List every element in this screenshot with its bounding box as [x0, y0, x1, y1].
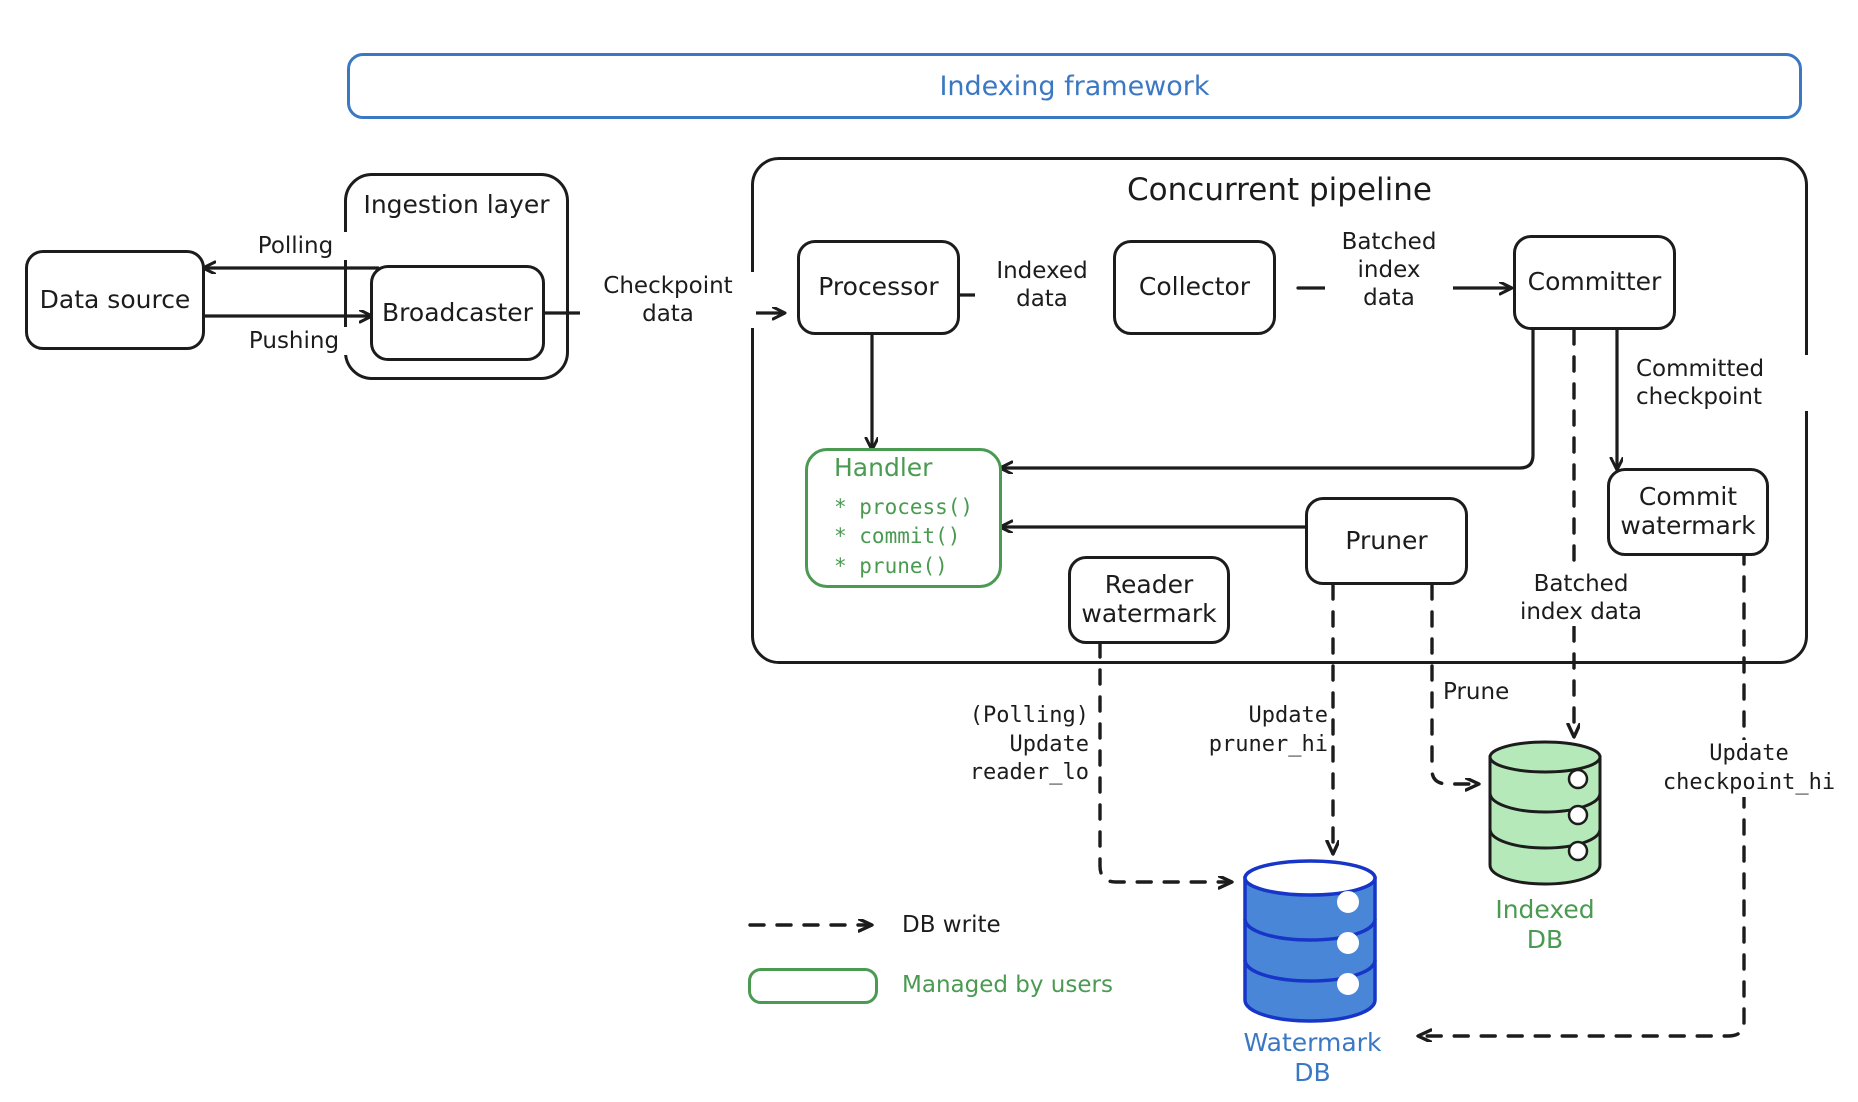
node-committer[interactable]: Committer [1513, 235, 1676, 330]
ingestion-layer-title: Ingestion layer [363, 190, 550, 219]
legend-db-write-label: DB write [902, 912, 1001, 938]
label-update-reader-lo: (Polling) Update reader_lo [928, 702, 1092, 788]
handler-method-commit: * commit() [834, 524, 961, 549]
handler-title: Handler [834, 452, 933, 482]
concurrent-pipeline-title: Concurrent pipeline [1127, 172, 1432, 208]
node-data-source[interactable]: Data source [25, 250, 205, 350]
legend-managed-swatch [748, 968, 878, 1004]
label-committed-checkpoint: Committed checkpoint [1633, 355, 1858, 412]
label-pushing: Pushing [232, 327, 356, 356]
node-broadcaster[interactable]: Broadcaster [370, 265, 545, 361]
indexing-framework-banner: Indexing framework [347, 53, 1802, 119]
handler-method-process: * process() [834, 494, 974, 519]
label-batched-index-data: Batched index data [1325, 228, 1453, 313]
label-indexed-data: Indexed data [975, 257, 1109, 314]
db-watermark-caption: Watermark DB [1243, 1028, 1382, 1087]
handler-method-prune: * prune() [834, 554, 948, 579]
legend-managed-label: Managed by users [902, 972, 1113, 998]
node-processor[interactable]: Processor [797, 240, 960, 335]
ingestion-layer-group [344, 173, 569, 380]
node-reader-watermark[interactable]: Reader watermark [1068, 556, 1230, 644]
label-checkpoint-data: Checkpoint data [580, 272, 756, 329]
node-commit-watermark-label: Commit watermark [1620, 482, 1756, 540]
label-polling: Polling [240, 232, 351, 261]
node-handler[interactable]: Handler * process() * commit() * prune() [805, 448, 1002, 588]
node-reader-watermark-label: Reader watermark [1081, 570, 1217, 628]
db-watermark[interactable] [1240, 852, 1380, 1024]
